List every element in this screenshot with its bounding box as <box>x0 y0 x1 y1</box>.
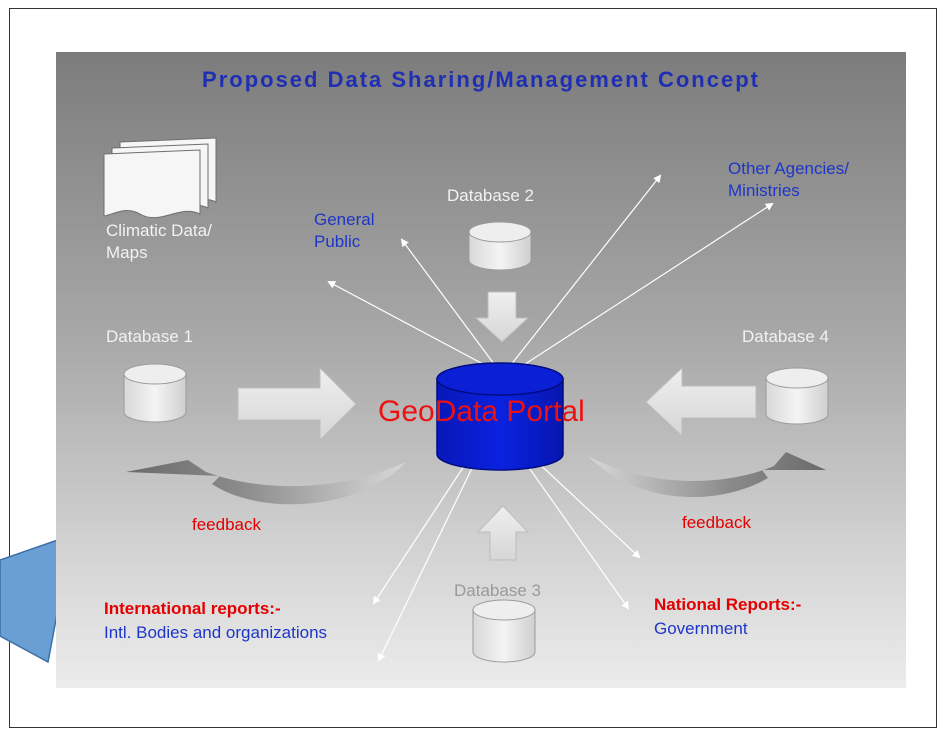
diagram-title: Proposed Data Sharing/Management Concept <box>202 67 760 92</box>
feedback-left-label: feedback <box>192 515 261 534</box>
database-1-label: Database 1 <box>106 327 193 346</box>
diagram-graphics <box>103 137 829 663</box>
climatic-data-label: Climatic Data/ Maps <box>106 221 212 262</box>
international-reports-heading: International reports:- <box>104 599 281 618</box>
page-frame <box>9 8 937 728</box>
database-4-icon <box>765 367 829 425</box>
database-2-icon <box>468 221 532 271</box>
geodata-portal-cylinder <box>436 362 564 471</box>
general-public-label: General Public <box>314 210 375 251</box>
database-3-label: Database 3 <box>454 581 541 600</box>
database-3-icon <box>472 599 536 663</box>
diagram-slide: Proposed Data Sharing/Management Concept… <box>56 52 906 688</box>
arrow-db4-left <box>645 366 757 438</box>
arrow-db3-up <box>476 505 530 561</box>
database-2-label: Database 2 <box>447 186 534 205</box>
feedback-right-label: feedback <box>682 513 751 532</box>
database-1-icon <box>123 363 187 423</box>
geodata-portal-label: GeoData Portal <box>378 395 585 428</box>
document-stack-icon <box>103 137 217 219</box>
other-agencies-label: Other Agencies/ Ministries <box>728 159 849 200</box>
feedback-curve-right <box>588 452 826 498</box>
arrow-db1-right <box>237 366 357 442</box>
database-4-label: Database 4 <box>742 327 829 346</box>
national-reports-sub: Government <box>654 619 748 638</box>
distribution-arrows <box>327 174 774 662</box>
feedback-curve-left <box>126 460 406 505</box>
international-reports-sub: Intl. Bodies and organizations <box>104 623 328 642</box>
arrow-db2-down <box>474 291 530 343</box>
national-reports-heading: National Reports:- <box>654 595 802 614</box>
